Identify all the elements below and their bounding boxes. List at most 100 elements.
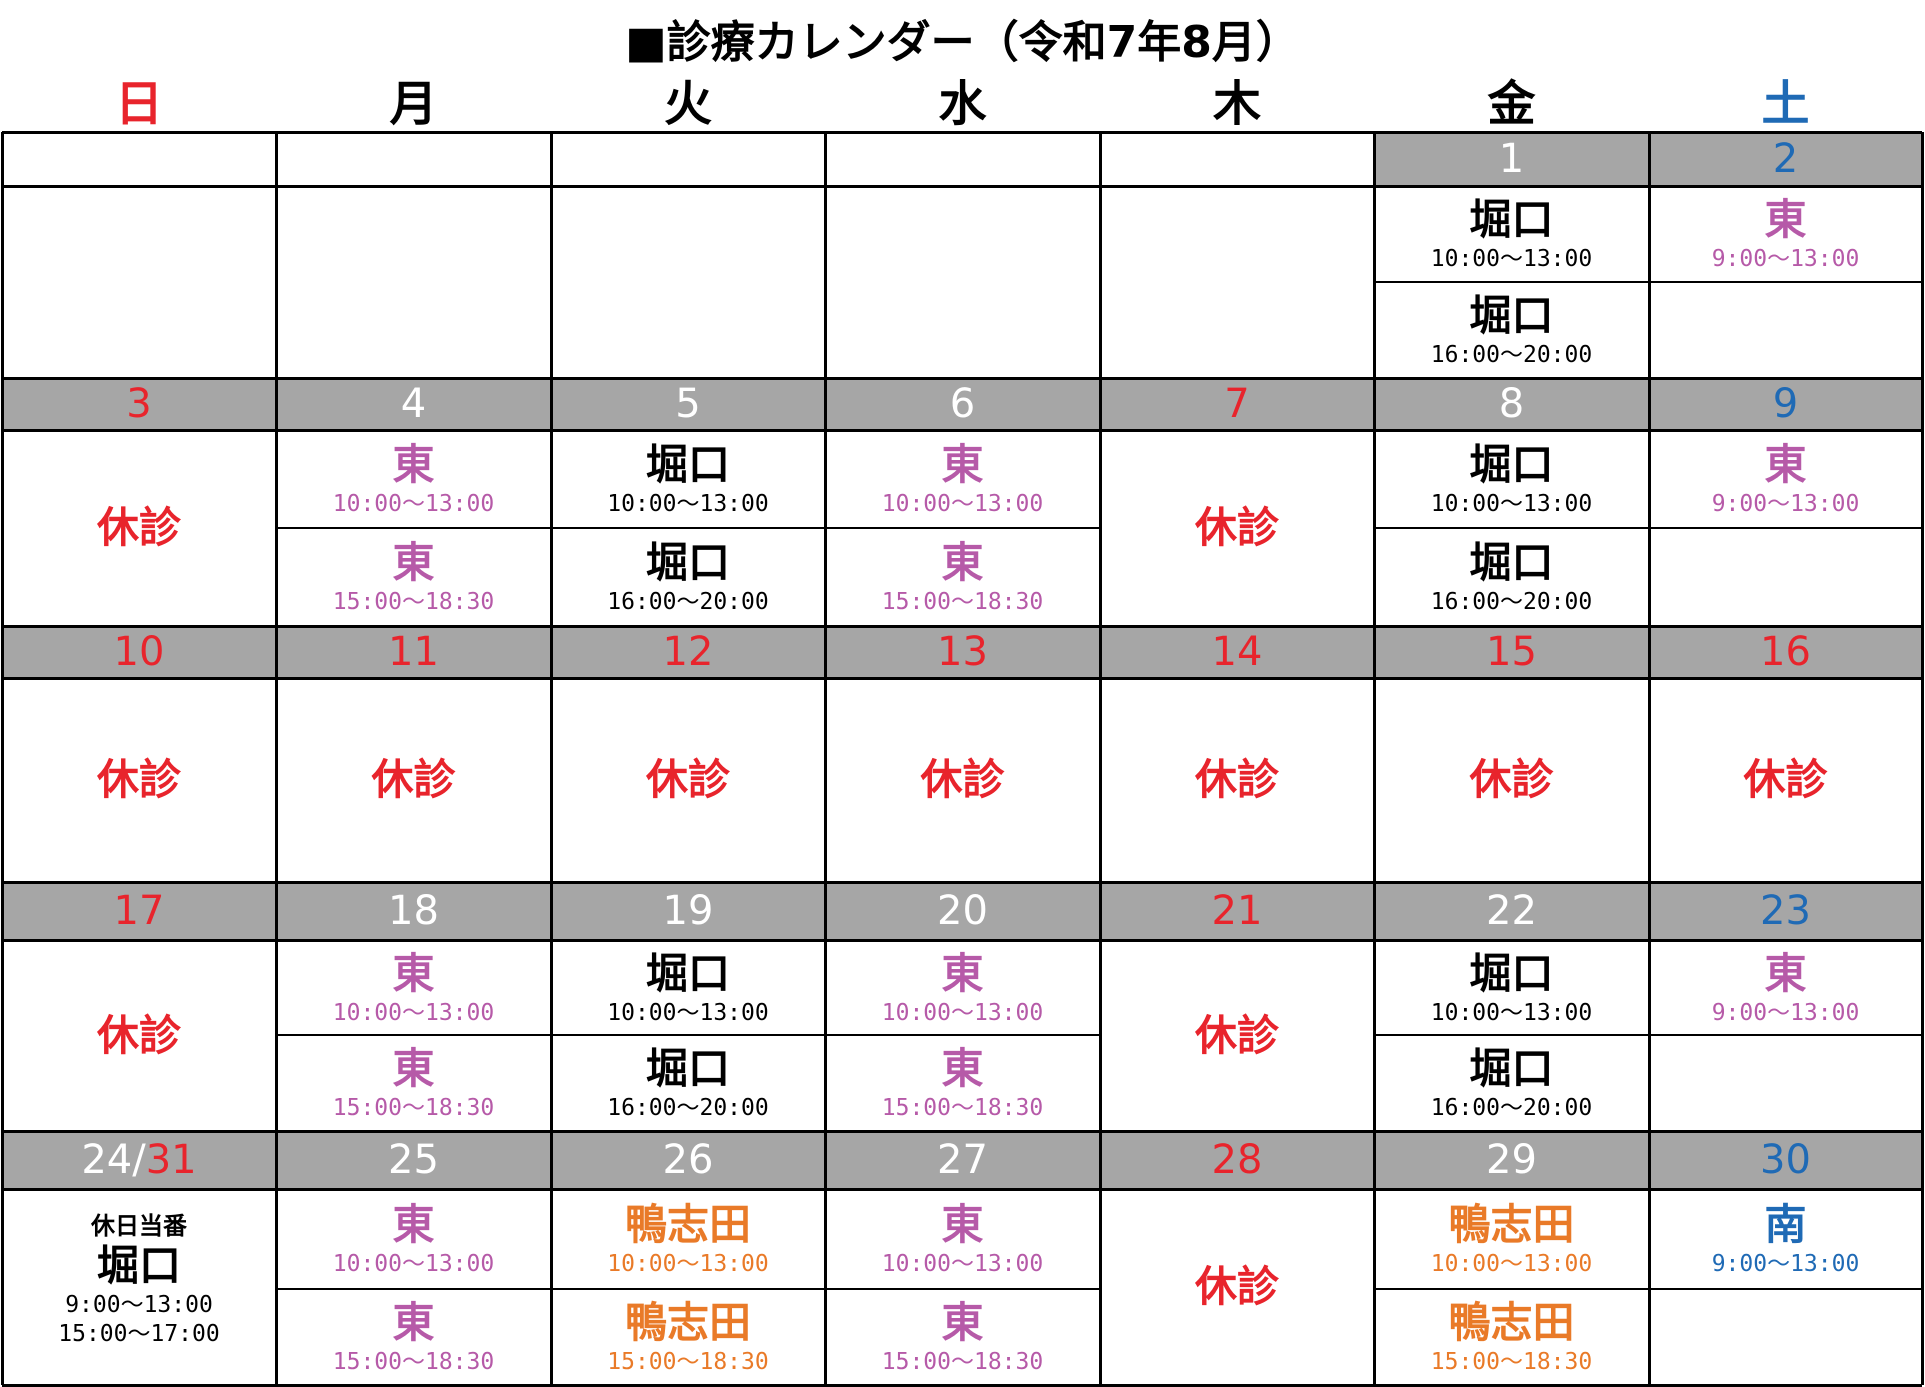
grid-line-vertical	[1373, 132, 1376, 1385]
doctor-name: 東	[941, 538, 984, 587]
date-number-primary: 10	[113, 629, 165, 675]
date-header-band	[551, 626, 825, 678]
date-header-band	[276, 626, 551, 678]
shift-time: 10:00～13:00	[607, 491, 769, 517]
date-header-band	[1374, 378, 1649, 430]
grid-line-horizontal	[2, 625, 1922, 628]
grid-line-horizontal	[2, 1188, 1922, 1191]
date-header-band	[2, 1131, 276, 1189]
grid-line-vertical	[550, 132, 553, 1385]
slot-divider	[276, 1034, 551, 1036]
grid-line-horizontal	[2, 1130, 1922, 1133]
shift-time: 15:00～18:30	[332, 1095, 495, 1121]
date-number-primary: 16	[1760, 629, 1811, 675]
shift-time: 16:00～20:00	[1430, 589, 1593, 615]
date-number: 2	[1649, 135, 1922, 183]
doctor-name: 堀口	[1469, 948, 1554, 998]
date-number: 1	[1374, 135, 1649, 183]
date-number-primary: 2	[1772, 136, 1799, 182]
date-number: 16	[1649, 628, 1922, 676]
shift-time: 9:00～13:00	[1711, 246, 1860, 272]
doctor-name: 南	[1764, 1200, 1807, 1249]
date-header-band	[1374, 132, 1649, 186]
doctor-name: 東	[941, 948, 984, 998]
doctor-name: 堀口	[645, 948, 730, 998]
doctor-name: 東	[941, 1298, 984, 1347]
shift-time: 10:00～13:00	[607, 999, 769, 1026]
slot-divider	[551, 1288, 825, 1290]
shift-time: 10:00～13:00	[1430, 999, 1593, 1026]
date-number-primary: 27	[937, 1137, 988, 1183]
date-number-primary: 9	[1772, 381, 1799, 427]
weekday-header: 土	[1761, 76, 1810, 132]
date-number-primary: 17	[113, 888, 165, 934]
slot-divider	[1374, 1288, 1649, 1290]
doctor-name: 東	[941, 440, 984, 489]
date-number: 15	[1374, 628, 1649, 676]
slot-divider	[276, 527, 551, 529]
date-header-band	[1374, 626, 1649, 678]
grid-line-vertical	[1, 132, 4, 1385]
shift-time: 15:00～18:30	[332, 1349, 495, 1375]
closed-label: 休診	[96, 755, 181, 804]
date-number-primary: 20	[937, 888, 988, 934]
date-number-primary: 15	[1486, 629, 1537, 675]
slot-divider	[825, 527, 1100, 529]
date-number-primary: 14	[1211, 629, 1263, 675]
doctor-name: 東	[941, 1044, 984, 1093]
shift-time: 10:00～13:00	[881, 491, 1044, 517]
date-header-band	[1649, 378, 1922, 430]
date-number: 13	[825, 628, 1100, 676]
date-header-band	[1100, 882, 1374, 940]
date-header-band	[825, 1131, 1100, 1189]
doctor-name: 鴨志田	[1448, 1298, 1575, 1347]
date-number: 4	[276, 380, 551, 428]
closed-label: 休診	[371, 755, 456, 804]
doctor-name: 鴨志田	[624, 1298, 751, 1347]
date-header-band	[1100, 626, 1374, 678]
date-number-primary: 7	[1224, 381, 1250, 427]
date-header-band	[1649, 882, 1922, 940]
doctor-name: 堀口	[96, 1241, 181, 1290]
grid-line-horizontal	[2, 1384, 1922, 1387]
slot-divider	[825, 1034, 1100, 1036]
date-header-band	[2, 378, 276, 430]
date-number-primary: 23	[1760, 888, 1811, 934]
grid-line-horizontal	[2, 939, 1922, 942]
date-number: 28	[1100, 1136, 1374, 1184]
date-header-band	[2, 626, 276, 678]
date-number: 18	[276, 887, 551, 935]
date-header-band	[551, 882, 825, 940]
shift-time: 16:00～20:00	[607, 1095, 769, 1121]
closed-label: 休診	[96, 1011, 181, 1060]
doctor-name: 東	[392, 948, 435, 998]
closed-label: 休診	[645, 755, 730, 804]
shift-time: 10:00～13:00	[881, 999, 1044, 1026]
date-header-band	[825, 626, 1100, 678]
date-number-primary: 13	[937, 629, 988, 675]
shift-time: 15:00～18:30	[881, 589, 1044, 615]
date-number: 30	[1649, 1136, 1922, 1184]
date-number-primary: 18	[388, 888, 439, 934]
date-header-band	[276, 378, 551, 430]
date-number-primary: 12	[662, 629, 714, 675]
grid-line-horizontal	[2, 429, 1922, 432]
date-number-primary: 6	[949, 381, 976, 427]
shift-time: 10:00～13:00	[332, 491, 495, 517]
date-number-primary: 26	[662, 1137, 714, 1183]
date-number-primary: 25	[388, 1137, 439, 1183]
